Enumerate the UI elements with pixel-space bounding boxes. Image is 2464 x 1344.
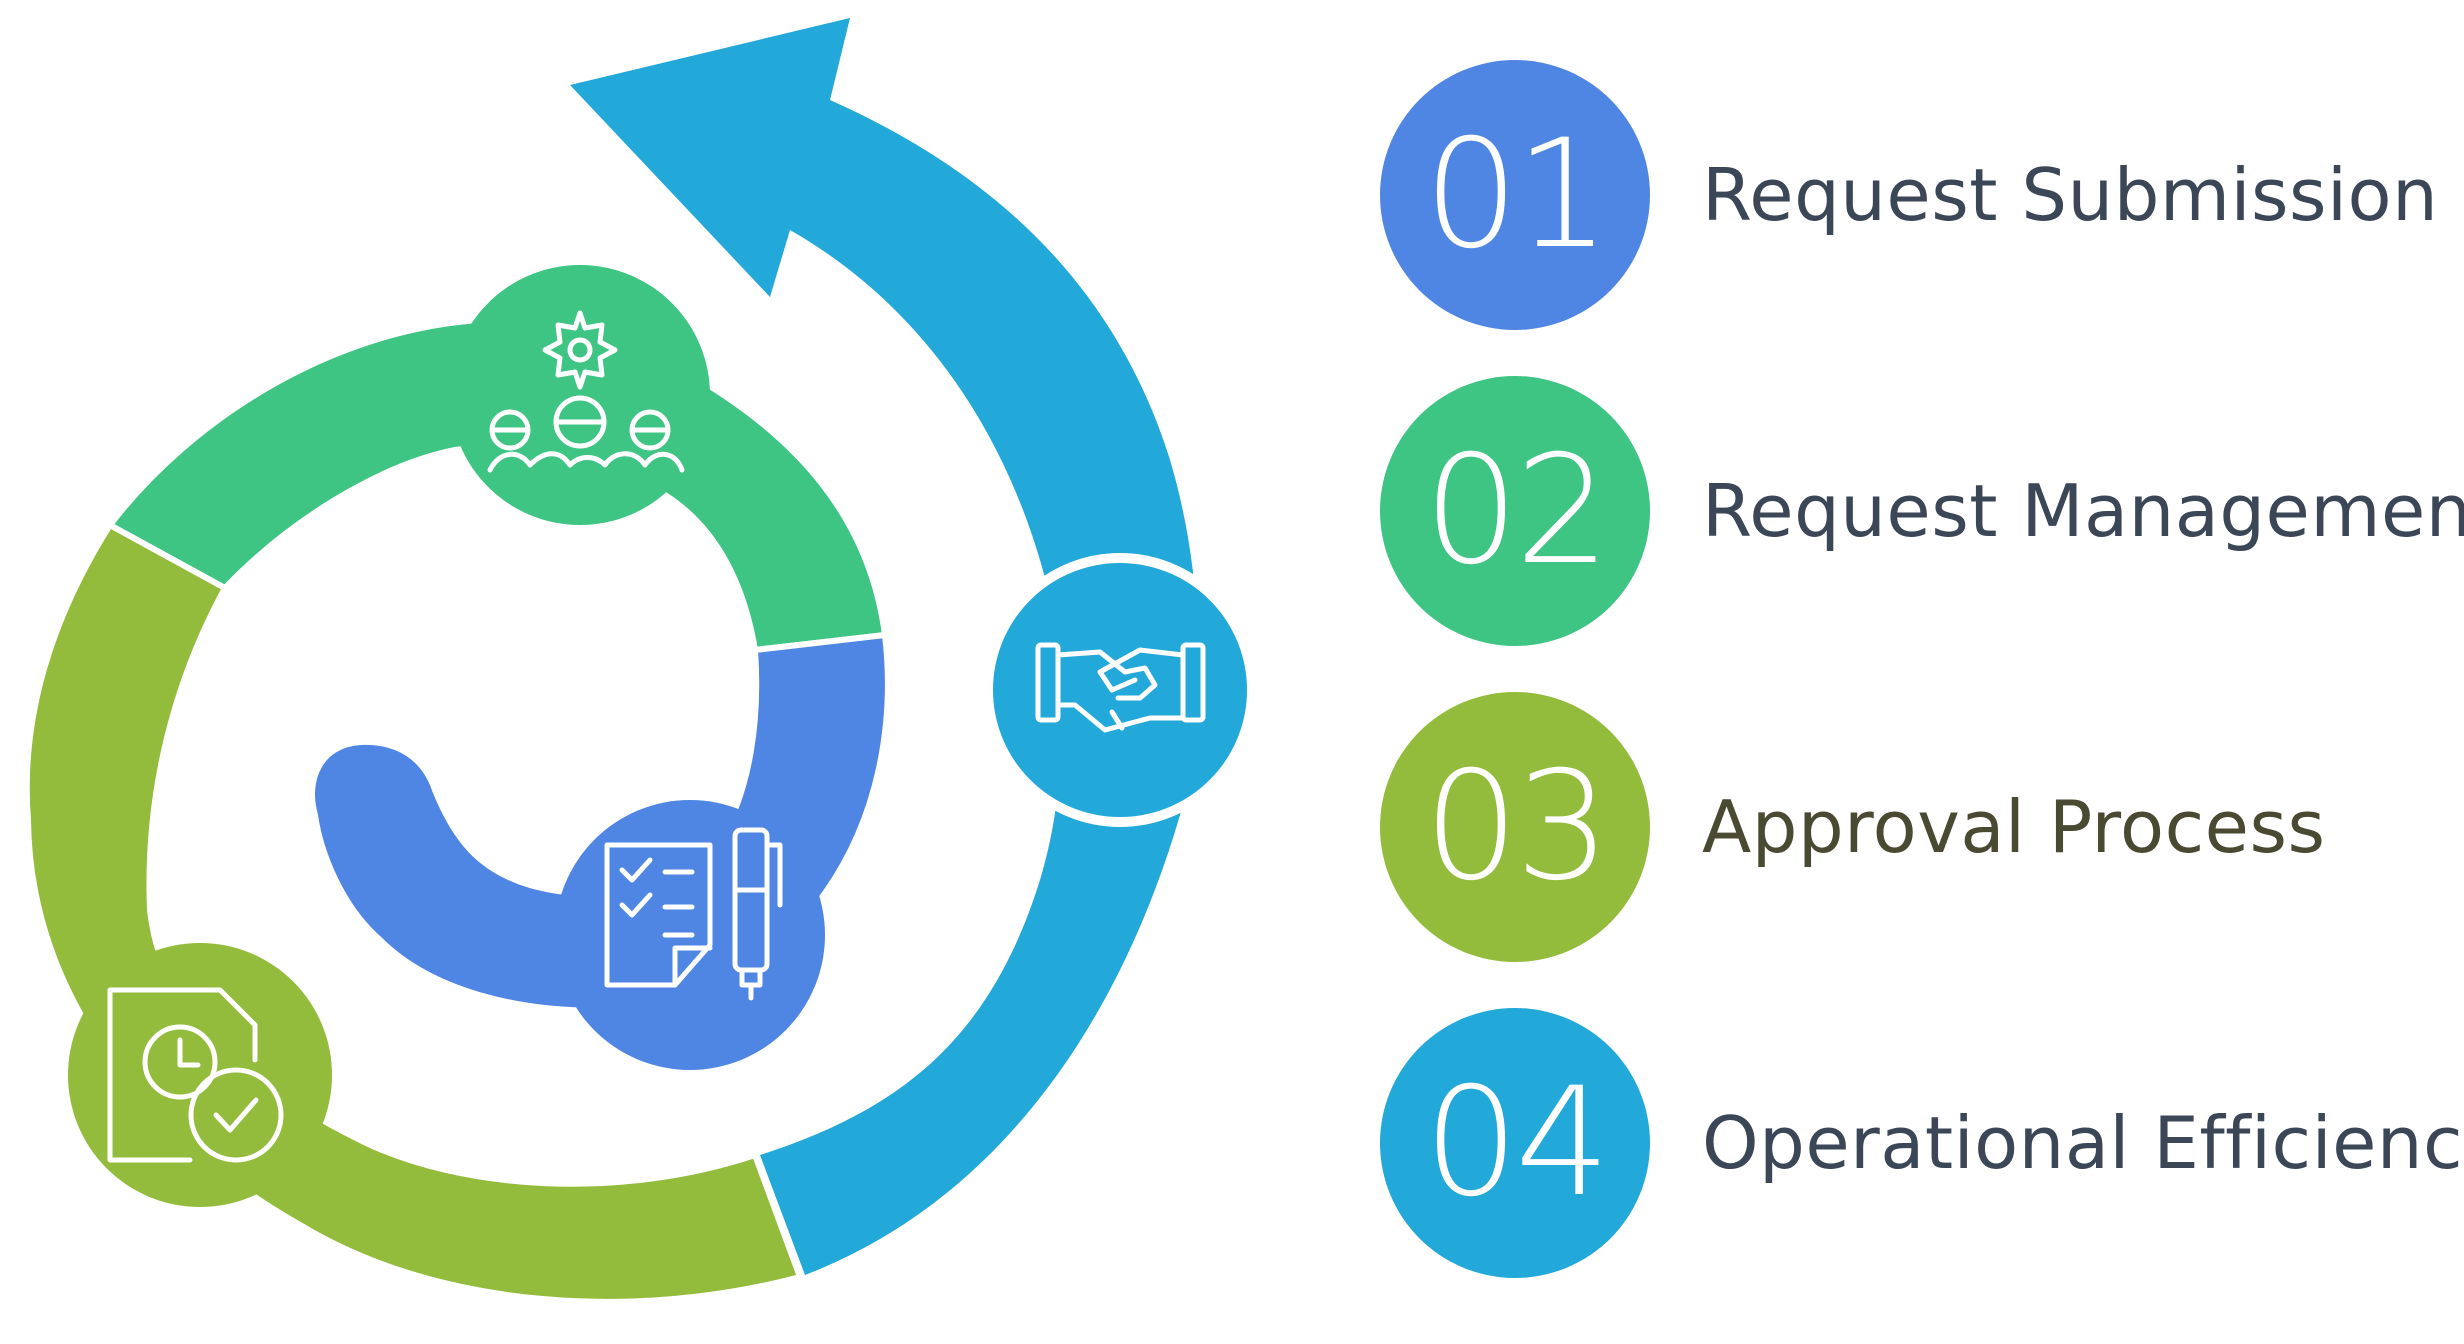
green-icon-disc [450,265,710,525]
step-label: Request Submission [1702,153,2439,237]
team-gear-icon [487,310,685,473]
olive-icon-disc [68,943,332,1207]
spiral-diagram [23,18,1257,1305]
step-label: Operational Efficiency [1702,1101,2464,1185]
document-clock-check-icon [107,987,284,1163]
segment-request-submission [309,631,891,1070]
handshake-icon [1035,642,1206,733]
step-number: 01 [1423,108,1611,282]
checklist-pen-icon [604,827,783,1001]
segment-operational-efficiency [570,18,1257,1275]
step-number-badge: 02 [1380,376,1650,646]
cyan-icon-disc [983,553,1257,827]
step-number-badge: 03 [1380,692,1650,962]
step-item-4: 04 Operational Efficiency [1380,1008,2464,1278]
segment-approval-process [23,521,804,1305]
cyan-arrow-arm [570,18,1199,1275]
step-label: Approval Process [1702,785,2326,869]
step-item-1: 01 Request Submission [1380,60,2440,330]
step-number-badge: 04 [1380,1008,1650,1278]
step-number-badge: 01 [1380,60,1650,330]
step-item-2: 02 Request Management [1380,376,2464,646]
step-item-3: 03 Approval Process [1380,692,2440,962]
step-number: 04 [1423,1056,1611,1230]
segment-request-management [105,265,889,654]
step-number: 02 [1423,424,1611,598]
step-label: Request Management [1702,469,2464,553]
step-number: 03 [1423,740,1611,914]
